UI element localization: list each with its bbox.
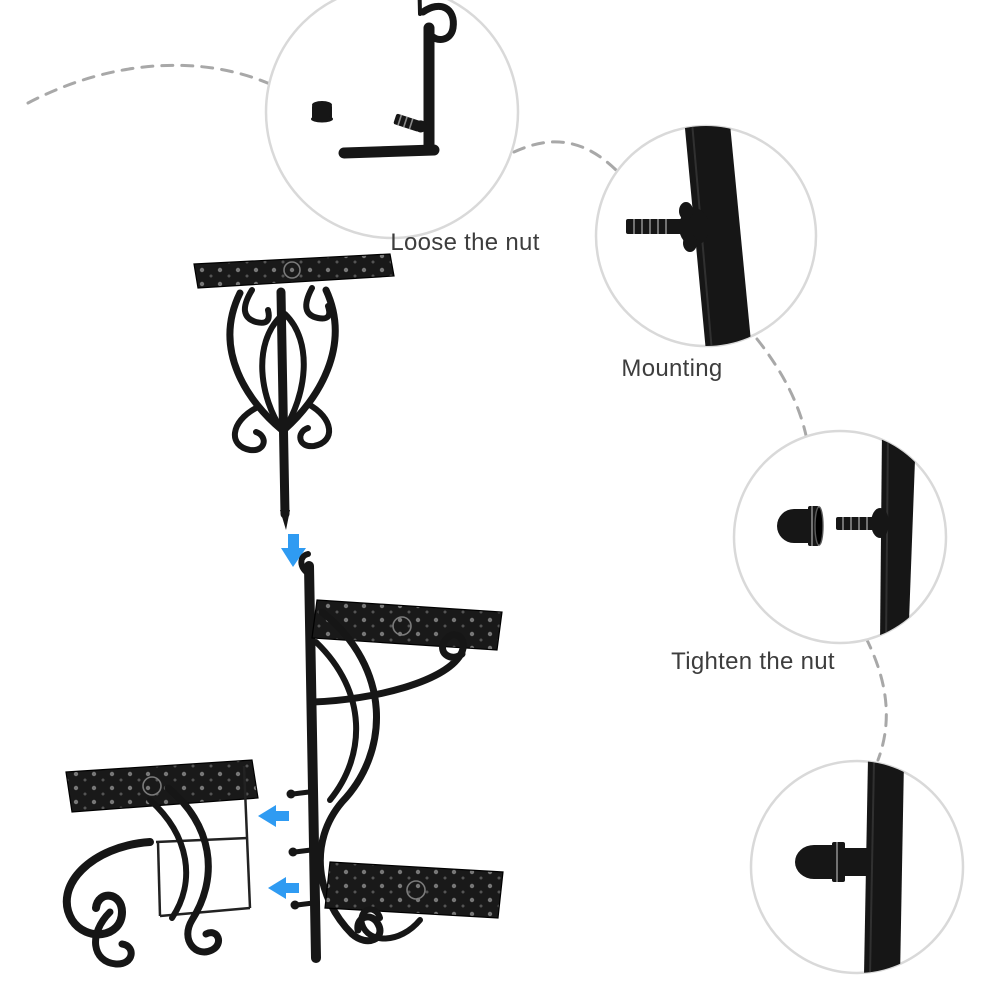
connector-dash-1 <box>26 63 272 105</box>
stand-shelf-part <box>62 759 259 968</box>
label-loose-the-nut: Loose the nut <box>390 229 540 256</box>
cap-nut-installed-icon <box>795 842 867 882</box>
stand-top-part <box>193 253 395 530</box>
connector-dash-3 <box>755 337 809 442</box>
mounting-pegs <box>286 789 316 910</box>
callout-loose-nut <box>264 0 520 240</box>
callout-tighten-nut <box>732 429 948 645</box>
connector-dash-4 <box>864 636 888 762</box>
hex-nut-icon <box>311 101 333 123</box>
left-arrow-icon-lower <box>268 877 299 899</box>
callout-cap-nut <box>749 759 965 975</box>
tighten-bolt-icon <box>836 508 889 538</box>
dashed-connectors <box>26 63 888 762</box>
stand-pole-assembly <box>286 551 504 963</box>
down-arrow-icon <box>281 534 306 567</box>
mounting-bolt-icon <box>626 202 709 252</box>
bracket-bolt-icon <box>393 113 427 133</box>
label-tighten-the-nut: Tighten the nut <box>671 648 835 675</box>
connector-dash-2 <box>512 140 618 172</box>
cap-nut-icon <box>777 506 824 546</box>
label-mounting: Mounting <box>621 355 723 382</box>
callout-mounting <box>594 124 818 348</box>
left-arrow-icon-upper <box>258 805 289 827</box>
